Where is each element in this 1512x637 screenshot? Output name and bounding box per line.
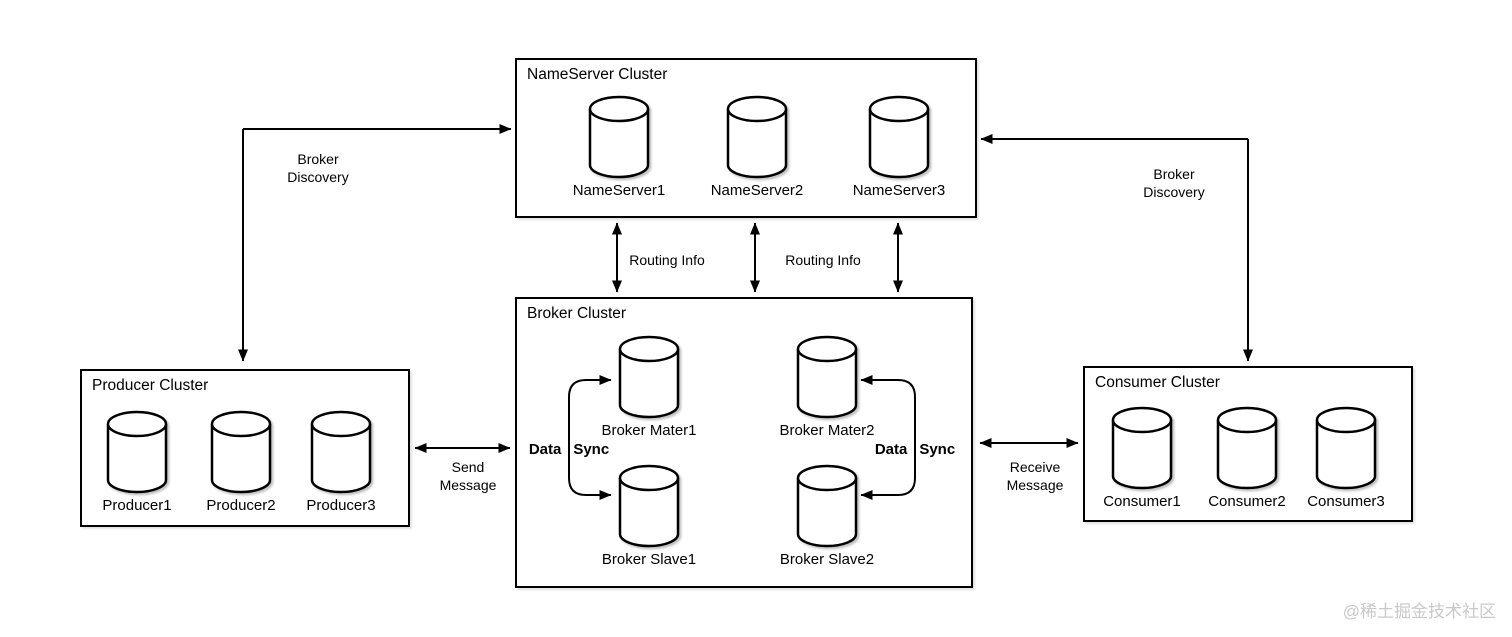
node-nameserver2: NameServer2 (702, 95, 812, 199)
node-nameserver3: NameServer3 (844, 95, 954, 199)
node-consumer1: Consumer1 (1087, 406, 1197, 510)
node-label: Producer2 (206, 497, 276, 514)
node-label: NameServer3 (852, 182, 946, 199)
database-cylinder-icon (310, 410, 372, 494)
database-cylinder-icon (618, 335, 680, 419)
node-broker-mater1: Broker Mater1 (594, 335, 704, 439)
node-broker-slave1: Broker Slave1 (594, 464, 704, 568)
node-label: Producer3 (306, 497, 376, 514)
database-cylinder-icon (106, 410, 168, 494)
database-cylinder-icon (588, 95, 650, 179)
edge-label-routing-info-left: Routing Info (629, 252, 705, 268)
consumer-cluster-box: Consumer Cluster Consumer1 Consumer2 Con… (1083, 366, 1413, 522)
producer-cluster-box: Producer Cluster Producer1 Producer2 Pro… (80, 369, 410, 527)
database-cylinder-icon (210, 410, 272, 494)
node-label: Consumer3 (1307, 493, 1385, 510)
node-label: Broker Mater2 (779, 422, 875, 439)
database-cylinder-icon (1111, 406, 1173, 490)
database-cylinder-icon (796, 335, 858, 419)
producer-cluster-title: Producer Cluster (92, 377, 209, 394)
consumer-cluster-title: Consumer Cluster (1095, 374, 1220, 391)
database-cylinder-icon (1315, 406, 1377, 490)
edge-label-data-sync-left: Data Sync (528, 441, 610, 458)
node-label: Broker Slave1 (601, 551, 697, 568)
database-cylinder-icon (796, 464, 858, 548)
node-label: Consumer1 (1103, 493, 1181, 510)
node-consumer3: Consumer3 (1291, 406, 1401, 510)
node-producer1: Producer1 (82, 410, 192, 514)
node-producer2: Producer2 (186, 410, 296, 514)
nameserver-cluster-title: NameServer Cluster (527, 66, 668, 83)
edge-label-receive-message: Receive Message (1006, 459, 1064, 493)
edge-label-broker-discovery-left: Broker Discovery (287, 151, 349, 185)
edge-label-send-message: Send Message (439, 459, 497, 493)
node-broker-slave2: Broker Slave2 (772, 464, 882, 568)
node-label: Broker Mater1 (601, 422, 697, 439)
edge-label-broker-discovery-right: Broker Discovery (1143, 166, 1205, 200)
nameserver-cluster-box: NameServer Cluster NameServer1 NameServe… (515, 58, 977, 218)
node-label: NameServer2 (710, 182, 804, 199)
node-label: NameServer1 (572, 182, 666, 199)
database-cylinder-icon (618, 464, 680, 548)
node-label: Broker Slave2 (779, 551, 875, 568)
node-broker-mater2: Broker Mater2 (772, 335, 882, 439)
broker-cluster-title: Broker Cluster (527, 305, 627, 322)
node-label: Producer1 (102, 497, 172, 514)
node-nameserver1: NameServer1 (564, 95, 674, 199)
node-label: Consumer2 (1208, 493, 1286, 510)
database-cylinder-icon (868, 95, 930, 179)
watermark: @稀土掘金技术社区 (1342, 602, 1496, 621)
edge-label-routing-info-right: Routing Info (785, 252, 861, 268)
node-producer3: Producer3 (286, 410, 396, 514)
node-consumer2: Consumer2 (1192, 406, 1302, 510)
database-cylinder-icon (1216, 406, 1278, 490)
edge-label-data-sync-right: Data Sync (874, 441, 956, 458)
database-cylinder-icon (726, 95, 788, 179)
